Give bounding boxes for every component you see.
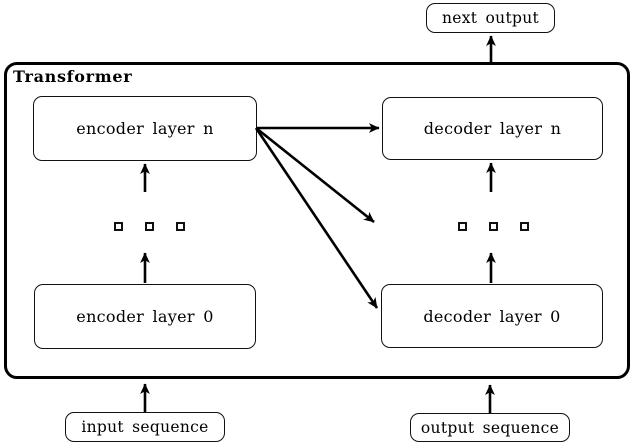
ellipsis-dot: [489, 222, 498, 231]
encoder-layer-0-label: encoder layer 0: [76, 307, 214, 326]
input-sequence-label: input sequence: [81, 418, 209, 436]
next-output-label: next output: [441, 9, 540, 27]
node-next-output: next output: [426, 3, 555, 33]
node-encoder-layer-n: encoder layer n: [33, 96, 257, 161]
arrow-encoder-n-to-decoder-0: [254, 127, 379, 309]
node-decoder-layer-n: decoder layer n: [382, 97, 603, 160]
ellipsis-dot: [520, 222, 529, 231]
ellipsis-dot: [176, 222, 185, 231]
node-input-sequence: input sequence: [65, 412, 225, 442]
transformer-title: Transformer: [13, 67, 133, 86]
ellipsis-dot: [114, 222, 123, 231]
node-output-sequence: output sequence: [410, 413, 570, 442]
encoder-layer-n-label: encoder layer n: [76, 119, 214, 138]
node-decoder-layer-0: decoder layer 0: [381, 284, 603, 348]
ellipsis-dot: [145, 222, 154, 231]
arrow-encoder-n-to-decoder-dots: [255, 126, 375, 224]
ellipsis-dot: [458, 222, 467, 231]
decoder-layer-0-label: decoder layer 0: [423, 306, 561, 326]
node-encoder-layer-0: encoder layer 0: [34, 284, 256, 349]
decoder-layer-n-label: decoder layer n: [423, 119, 562, 138]
output-sequence-label: output sequence: [420, 418, 560, 437]
